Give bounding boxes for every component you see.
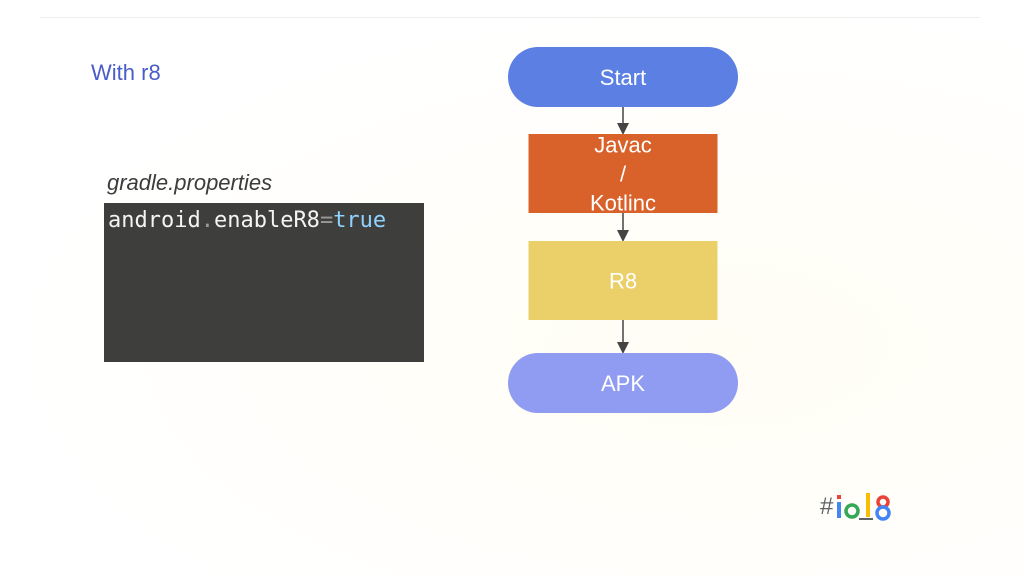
code-value: true [333, 208, 387, 233]
slide-title: With r8 [91, 60, 161, 85]
logo-eight-bottom [875, 505, 892, 521]
logo-i-dot [837, 495, 842, 499]
node-javac-label: Kotlinc [590, 191, 656, 216]
node-r8: R8 [528, 241, 718, 320]
code-dot: . [200, 208, 214, 233]
node-javac-shape [528, 134, 718, 213]
node-javac-label: / [620, 162, 627, 187]
node-javac: Javac / Kotlinc [528, 133, 718, 216]
logo-o [844, 503, 861, 519]
code-property: enableR8 [213, 208, 320, 233]
node-apk: APK [508, 353, 738, 413]
top-divider [40, 17, 980, 18]
node-start-label: Start [600, 65, 646, 90]
code-line: android.enableR8=true [108, 208, 386, 233]
node-apk-shape [508, 353, 738, 413]
node-r8-shape [528, 241, 718, 320]
code-key: android [108, 208, 201, 233]
logo-i-stem [837, 502, 842, 518]
code-block: android.enableR8=true [104, 203, 424, 362]
node-start: Start [508, 47, 738, 107]
code-equals: = [319, 208, 334, 233]
node-javac-label: Javac [594, 133, 651, 158]
file-name-label: gradle.properties [107, 170, 273, 195]
node-r8-label: R8 [609, 269, 637, 294]
node-apk-label: APK [601, 371, 645, 396]
io18-logo-mark [837, 493, 892, 521]
hash-symbol: # [820, 493, 834, 520]
logo-underscore [859, 518, 874, 520]
io18-logo: # [820, 489, 895, 525]
logo-one [866, 493, 871, 517]
node-start-shape [508, 47, 738, 107]
